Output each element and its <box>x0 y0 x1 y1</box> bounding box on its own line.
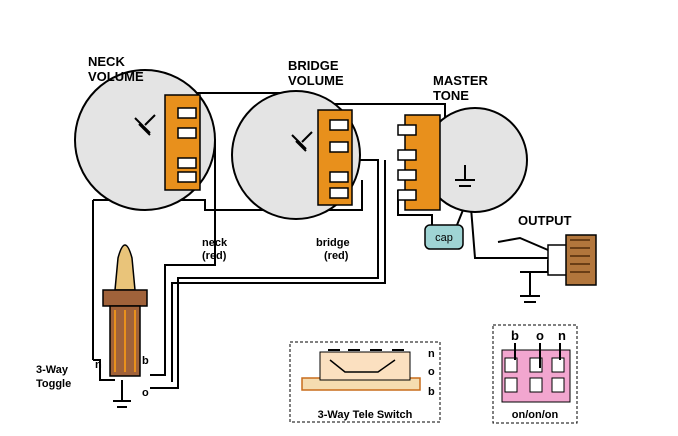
neck-volume-pot <box>74 69 216 211</box>
bridge-volume-label-line1: BRIDGE <box>288 58 339 73</box>
toggle-o-label: o <box>142 387 149 399</box>
master-tone-pot <box>397 107 528 213</box>
ground-icon <box>455 165 475 187</box>
toggle-tip <box>114 244 136 291</box>
on-on-on-label: on/on/on <box>512 409 559 421</box>
bridge-wire-label-line1: bridge <box>316 237 350 249</box>
neck-volume-label-line1: NECK <box>88 54 125 69</box>
bridge-volume-pot <box>231 90 361 220</box>
tele-b-label: b <box>428 386 435 398</box>
wire-bridge-double <box>171 160 386 382</box>
three-way-toggle: n b o <box>95 244 149 408</box>
master-tone-label-line2: TONE <box>433 88 469 103</box>
bridge-wire-label-line2: (red) <box>324 250 349 262</box>
labels: NECK VOLUME BRIDGE VOLUME MASTER TONE OU… <box>36 54 572 390</box>
tele-switch-inset: n o b 3-Way Tele Switch <box>289 341 441 423</box>
wire-output-ground <box>520 260 549 290</box>
neck-wire-label-line1: neck <box>202 237 228 249</box>
toggle-label-line1: 3-Way <box>36 364 69 376</box>
onon-o-label: o <box>536 328 544 343</box>
tele-switch-label: 3-Way Tele Switch <box>318 409 413 421</box>
output-label: OUTPUT <box>518 213 572 228</box>
master-tone-label-line1: MASTER <box>433 73 489 88</box>
ground-icon <box>113 395 131 408</box>
wire-cap <box>397 190 433 225</box>
toggle-n-label: n <box>95 359 102 371</box>
cap-label: cap <box>435 232 453 244</box>
tele-n-label: n <box>428 348 435 360</box>
wire-toggle-ground <box>93 359 115 381</box>
output-jack <box>497 234 597 303</box>
neck-volume-label-line2: VOLUME <box>88 69 144 84</box>
ground-icon <box>134 114 156 136</box>
ground-icon <box>291 131 313 152</box>
wire-bridge <box>150 159 379 389</box>
tele-o-label: o <box>428 366 435 378</box>
onon-b-label: b <box>511 328 519 343</box>
on-on-on-inset: b o n on/on/on <box>492 324 578 424</box>
ground-icon <box>520 290 540 303</box>
capacitor: cap <box>424 224 464 250</box>
onon-n-label: n <box>558 328 566 343</box>
toggle-b-label: b <box>142 355 149 367</box>
neck-wire-label-line2: (red) <box>202 250 227 262</box>
bridge-volume-label-line2: VOLUME <box>288 73 344 88</box>
toggle-label-line2: Toggle <box>36 378 71 390</box>
